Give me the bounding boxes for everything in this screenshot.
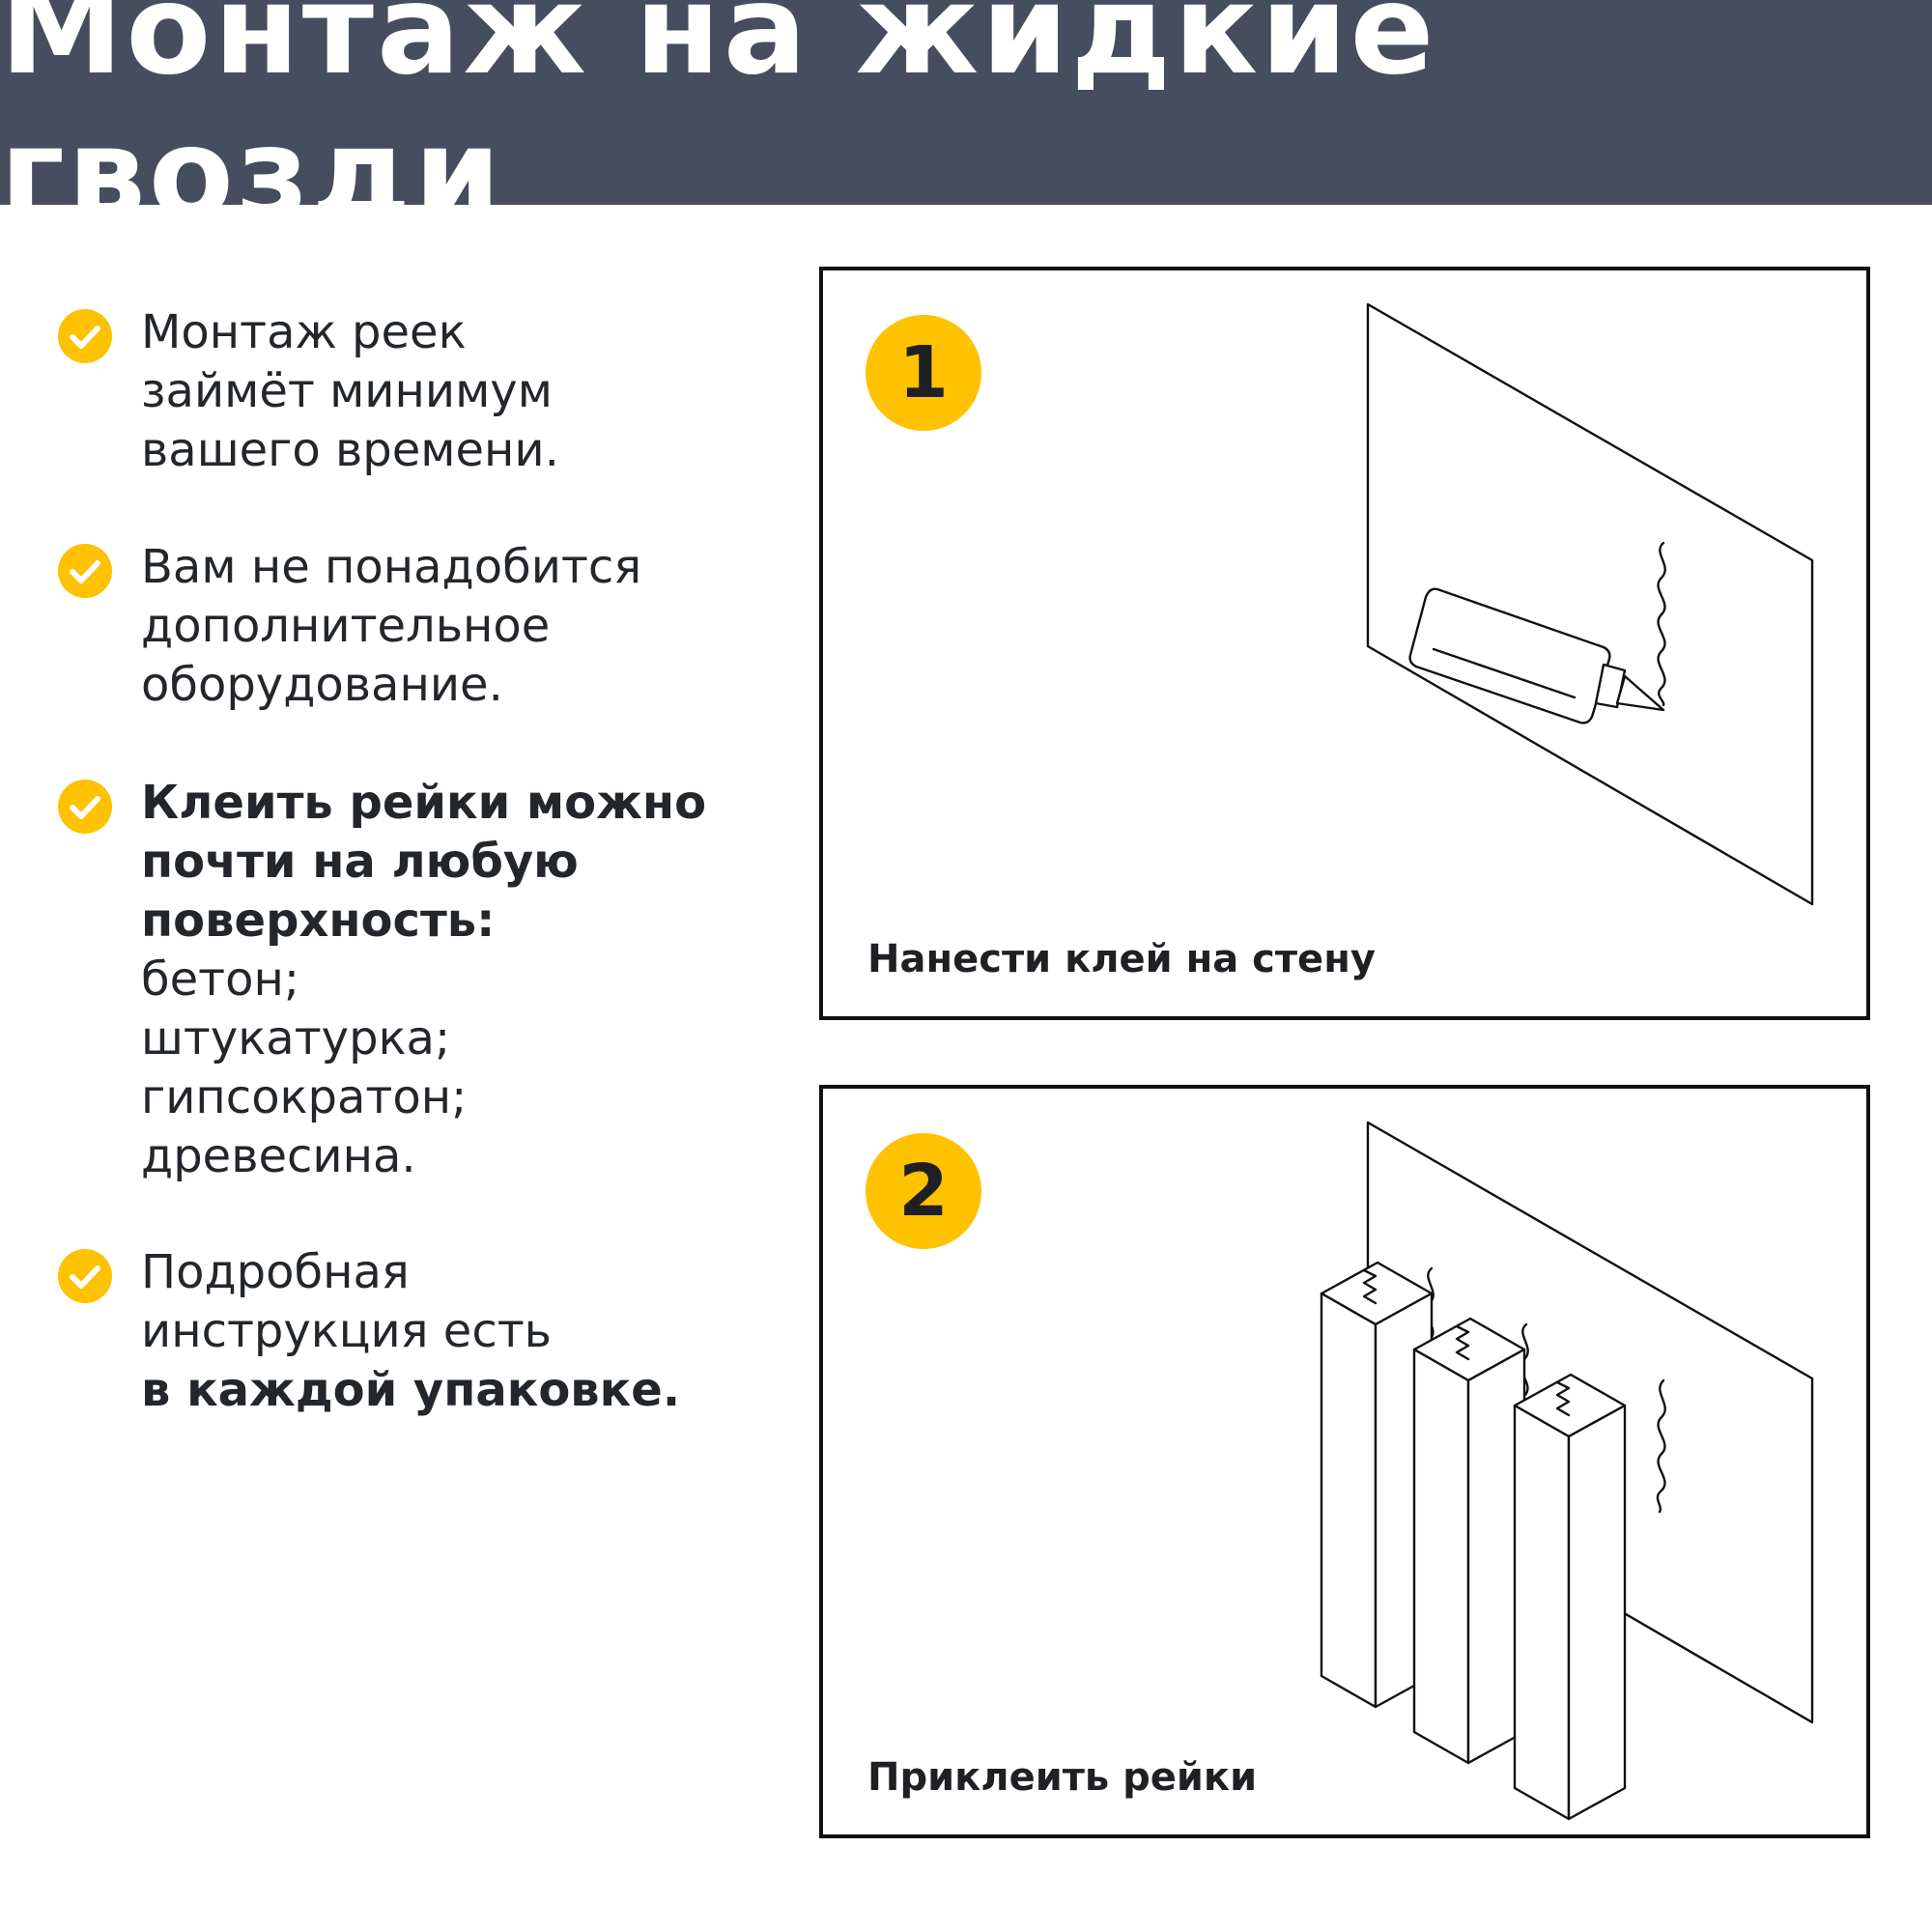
step-number-badge: 2 [866,1133,981,1249]
feature-text: Вам не понадобится дополнительное оборуд… [141,540,642,712]
attach-slats-illustration [1320,1121,1814,1821]
header-banner: Монтаж на жидкие гвозди [0,0,1932,246]
glue-on-wall-illustration [1366,302,1814,906]
step-caption: Нанести клей на стену [867,937,1376,981]
step-panel-2: 2 Приклеить рейки [819,1085,1870,1838]
wooden-slat [1412,1317,1526,1765]
feature-text: Клеить рейки можно почти на любую поверх… [141,776,707,1183]
feature-item: Монтаж реек займёт минимум вашего времен… [58,303,734,497]
feature-item: Подробная инструкция есть в каждой упако… [58,1243,734,1436]
page-title: Монтаж на жидкие гвозди [0,0,1437,246]
step-number-badge: 1 [866,315,981,431]
step-caption: Приклеить рейки [867,1755,1258,1800]
step-panel-1: 1 Нанести клей на стену [819,267,1870,1020]
glue-tube [1408,587,1665,724]
check-circle-icon [58,309,112,363]
feature-text: Подробная инструкция есть в каждой упако… [141,1245,681,1417]
feature-text: Монтаж реек займёт минимум вашего времен… [141,305,559,477]
glue-line [1656,1378,1666,1514]
check-circle-icon [58,780,112,834]
wooden-slat [1513,1373,1627,1821]
wall-shape [1366,302,1814,906]
feature-item: Вам не понадобится дополнительное оборуд… [58,538,734,731]
check-circle-icon [58,1249,112,1303]
feature-item: Клеить рейки можно почти на любую поверх… [58,774,734,1199]
glue-line [1657,541,1666,707]
check-circle-icon [58,544,112,598]
